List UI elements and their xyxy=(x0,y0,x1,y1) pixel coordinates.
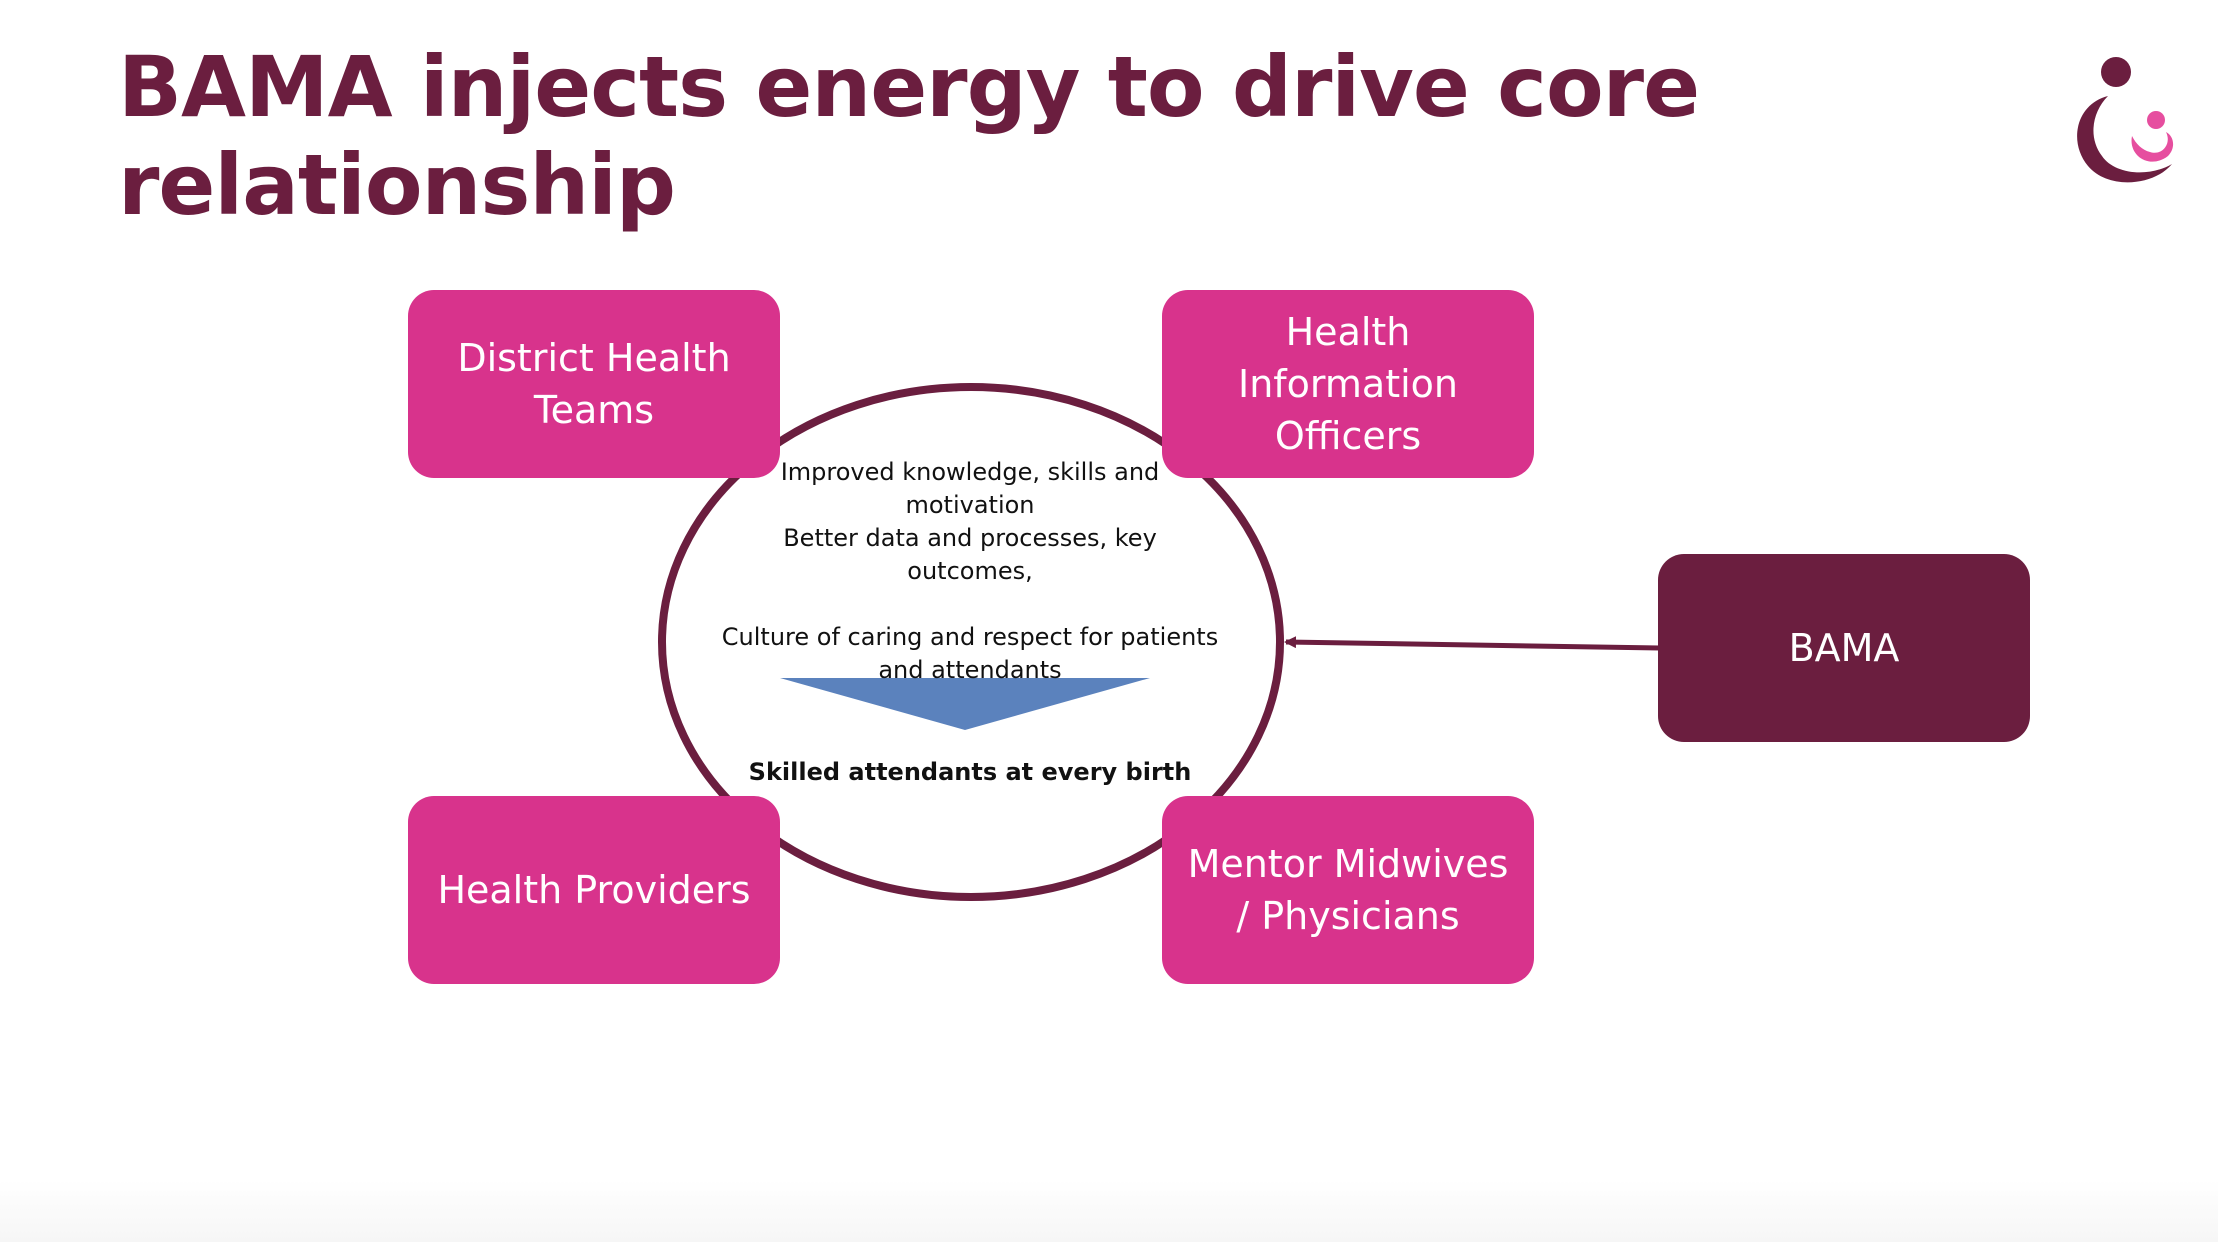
downward-triangle-arrow-icon xyxy=(780,678,1150,730)
node-mentor-midwives: Mentor Midwives / Physicians xyxy=(1162,796,1534,984)
arrow-left-icon xyxy=(1284,636,1661,651)
final-outcome-label: Skilled attendants at every birth xyxy=(748,758,1192,786)
node-health-providers: Health Providers xyxy=(408,796,780,984)
page-title: BAMA injects energy to drive core relati… xyxy=(118,38,1700,234)
center-outcomes-text: Improved knowledge, skills and motivatio… xyxy=(720,456,1220,687)
node-district-health-teams: District Health Teams xyxy=(408,290,780,478)
slide-bottom-band xyxy=(0,1180,2218,1242)
outcome-knowledge: Improved knowledge, skills and motivatio… xyxy=(780,458,1160,519)
mother-and-child-logo-icon xyxy=(2077,57,2174,183)
outcome-culture: Culture of caring and respect for patien… xyxy=(721,623,1219,684)
node-bama: BAMA xyxy=(1658,554,2030,742)
outcome-data: Better data and processes, key outcomes, xyxy=(783,524,1157,585)
core-relationship-circle xyxy=(658,383,1284,901)
node-health-information-officers: Health Information Officers xyxy=(1162,290,1534,478)
spacer xyxy=(720,588,1220,621)
